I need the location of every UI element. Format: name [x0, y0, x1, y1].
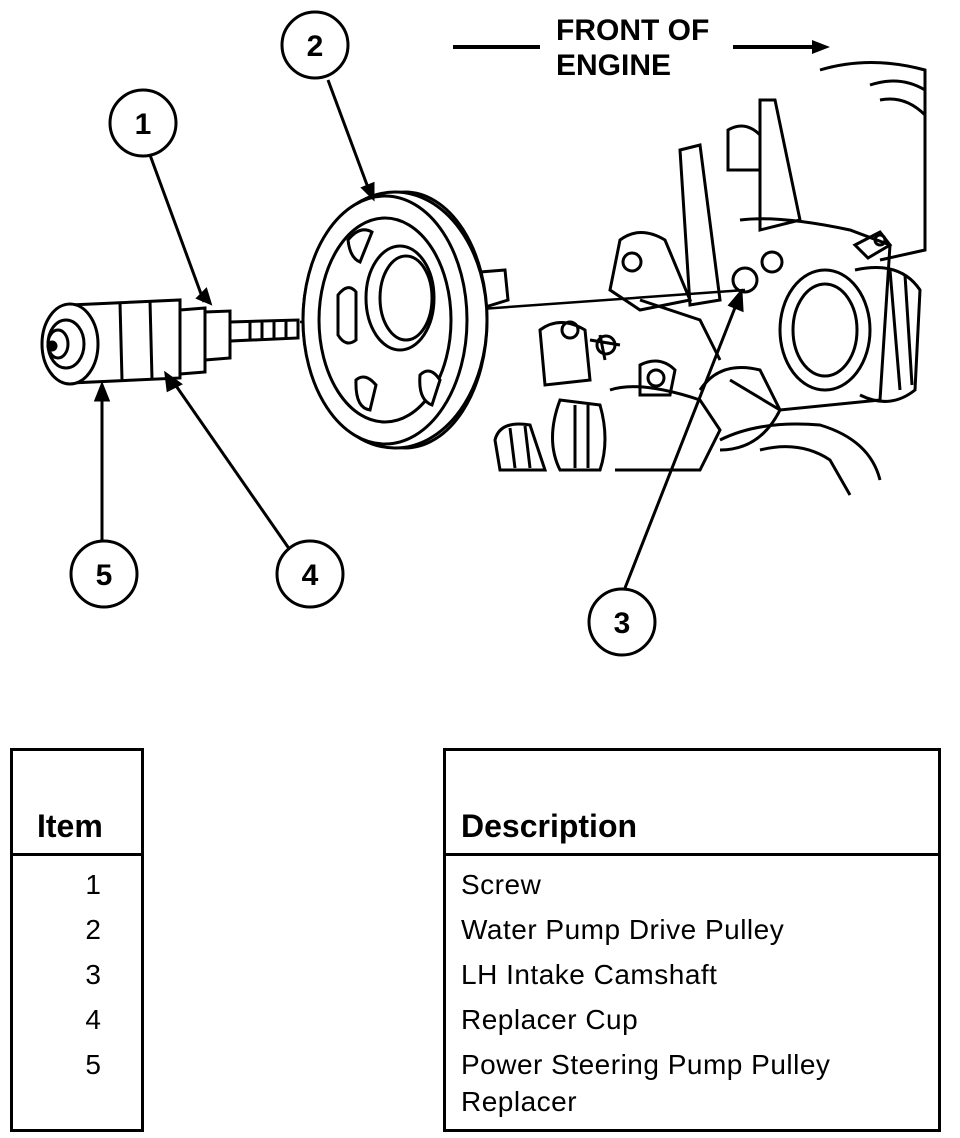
item-cell: 1 [85, 869, 101, 900]
callout-3: 3 [587, 587, 657, 657]
description-header-label: Description [461, 808, 638, 844]
svg-text:4: 4 [302, 559, 319, 592]
arrow-right-icon [812, 40, 830, 54]
item-table-header: Item [13, 751, 141, 856]
description-rows: Screw Water Pump Drive Pulley LH Intake … [446, 862, 938, 1124]
callout-4: 4 [275, 539, 345, 609]
description-table: Description Screw Water Pump Drive Pulle… [443, 748, 941, 1132]
pulley-installation-diagram: FRONT OF ENGINE [40, 10, 927, 657]
description-cell: Screw [461, 869, 542, 900]
callout-5: 5 [69, 539, 139, 609]
description-cell: Power Steering Pump Pulley Replacer [461, 1049, 831, 1117]
front-of-engine-indicator: FRONT OF ENGINE [453, 14, 830, 82]
pulley-replacer-tool [40, 298, 300, 386]
item-cell: 5 [85, 1049, 101, 1080]
svg-text:5: 5 [96, 559, 113, 592]
front-label-line2: ENGINE [556, 49, 671, 82]
description-cell: Water Pump Drive Pulley [461, 914, 785, 945]
callout-2: 2 [280, 10, 350, 80]
callout-1: 1 [108, 88, 178, 158]
item-cell: 3 [85, 959, 101, 990]
svg-text:1: 1 [135, 108, 152, 141]
item-table: Item 1 2 3 4 5 [10, 748, 144, 1132]
item-header-label: Item [37, 808, 103, 844]
item-cell: 2 [85, 914, 101, 945]
description-table-header: Description [446, 751, 938, 856]
water-pump-drive-pulley [301, 190, 510, 450]
item-rows: 1 2 3 4 5 [13, 862, 141, 1087]
engine-block-illustration [493, 61, 927, 496]
description-cell: Replacer Cup [461, 1004, 639, 1035]
description-cell: LH Intake Camshaft [461, 959, 718, 990]
item-cell: 4 [85, 1004, 101, 1035]
svg-text:2: 2 [307, 30, 324, 63]
front-label-line1: FRONT OF [556, 14, 709, 47]
svg-text:3: 3 [614, 607, 631, 640]
leader-lines [93, 79, 744, 589]
